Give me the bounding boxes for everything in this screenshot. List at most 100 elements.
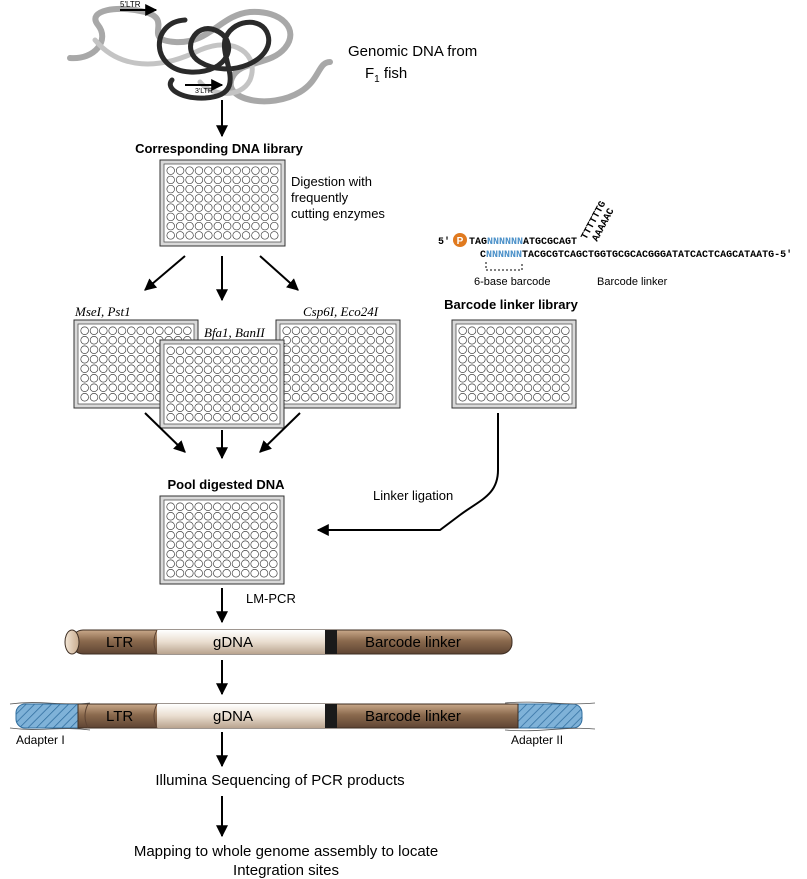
- plate-well: [241, 212, 251, 222]
- plate-well: [185, 502, 194, 511]
- plate-well: [291, 393, 301, 402]
- dna-library-plate: [159, 159, 286, 247]
- plate-well: [270, 175, 279, 185]
- plate-well: [213, 184, 222, 194]
- plate-well: [194, 559, 203, 568]
- plate-well: [269, 375, 278, 384]
- plate-well: [213, 231, 222, 240]
- plate-well: [99, 364, 108, 373]
- plate-well: [366, 345, 375, 354]
- plate-well: [282, 326, 291, 335]
- plate-well: [338, 393, 347, 402]
- plate-well: [259, 531, 269, 540]
- plate-well: [99, 336, 108, 345]
- cap-left: [64, 629, 80, 655]
- plate-well: [514, 393, 523, 402]
- plate-well: [175, 166, 185, 175]
- plate-well: [523, 383, 533, 392]
- plate-well: [175, 521, 185, 530]
- plate-well: [291, 383, 301, 392]
- plate-well: [347, 383, 357, 392]
- plate-well: [166, 540, 175, 549]
- plate-well: [185, 166, 194, 175]
- plate-well: [347, 374, 357, 383]
- plate-well: [241, 531, 250, 540]
- plate-well: [251, 166, 260, 175]
- plate-well: [495, 364, 505, 373]
- plate-well: [213, 569, 222, 578]
- barcode-linker-plate: [451, 319, 577, 409]
- plate-well: [366, 374, 375, 383]
- plate-well: [250, 375, 259, 384]
- enzyme-label-left: MseI, Pst1: [74, 304, 131, 319]
- plate-well: [375, 383, 385, 392]
- plate-well: [194, 394, 203, 403]
- plate-well: [166, 531, 175, 540]
- plate-well: [166, 194, 175, 203]
- plate-well: [166, 512, 175, 521]
- plate-well: [213, 365, 222, 374]
- plate-well: [231, 375, 241, 384]
- plate-well: [145, 345, 155, 354]
- plate-well: [385, 364, 394, 373]
- plate-well: [533, 336, 542, 345]
- plate-well: [166, 356, 175, 365]
- plate-well: [551, 345, 561, 354]
- plate-well: [231, 521, 241, 530]
- plate-well: [329, 374, 338, 383]
- linker-5prime-top: 5': [438, 236, 450, 248]
- arrow-left-to-pool: [144, 412, 186, 453]
- ltr3-label: 3'LTR: [195, 88, 213, 95]
- plate-well: [347, 393, 357, 402]
- plate-well: [259, 521, 269, 530]
- plate-well: [250, 512, 259, 521]
- plate-well: [542, 364, 551, 373]
- plate-well: [127, 393, 136, 402]
- plate-well: [477, 326, 486, 335]
- phosphate-circle: [453, 233, 467, 247]
- plate-well: [127, 374, 136, 383]
- plate-well: [231, 502, 241, 511]
- plate-well: [319, 383, 329, 392]
- plate-well: [194, 531, 203, 540]
- plate-well: [185, 231, 194, 240]
- plate-well: [166, 403, 175, 412]
- plate-well: [175, 375, 185, 384]
- plate-well: [108, 326, 117, 335]
- plate-well: [232, 212, 241, 222]
- ltr5-label: 5'LTR: [120, 0, 141, 9]
- plate-well: [533, 374, 542, 383]
- plate-well: [127, 326, 136, 335]
- plate-well: [194, 365, 203, 374]
- plate-well: [542, 383, 551, 392]
- plate-well: [319, 345, 329, 354]
- plate-well: [505, 393, 514, 402]
- plate-well: [222, 521, 231, 530]
- plate-well: [241, 403, 250, 412]
- plate-well: [223, 166, 232, 175]
- junction-marker: [325, 630, 337, 654]
- plate-well: [269, 540, 278, 549]
- plate-well: [241, 346, 250, 355]
- plate-well: [270, 212, 279, 222]
- plate-well: [203, 375, 213, 384]
- sequencing-step: Illumina Sequencing of PCR products: [155, 772, 404, 789]
- plate-well: [117, 345, 127, 354]
- plate-well: [291, 336, 301, 345]
- plate-well: [486, 345, 495, 354]
- plate-well: [486, 393, 495, 402]
- plate-well: [194, 403, 203, 412]
- plate-well: [260, 203, 270, 212]
- plate-well: [269, 384, 278, 393]
- plate-well: [222, 384, 231, 393]
- plate-well: [185, 394, 194, 403]
- plate-well: [495, 345, 505, 354]
- mapping-step-line1: Mapping to whole genome assembly to loca…: [134, 843, 438, 860]
- plate-well: [145, 336, 155, 345]
- plate-well: [213, 540, 222, 549]
- plate-well: [175, 203, 185, 212]
- plate-well: [533, 364, 542, 373]
- plate-well: [533, 383, 542, 392]
- plate-well: [213, 502, 222, 511]
